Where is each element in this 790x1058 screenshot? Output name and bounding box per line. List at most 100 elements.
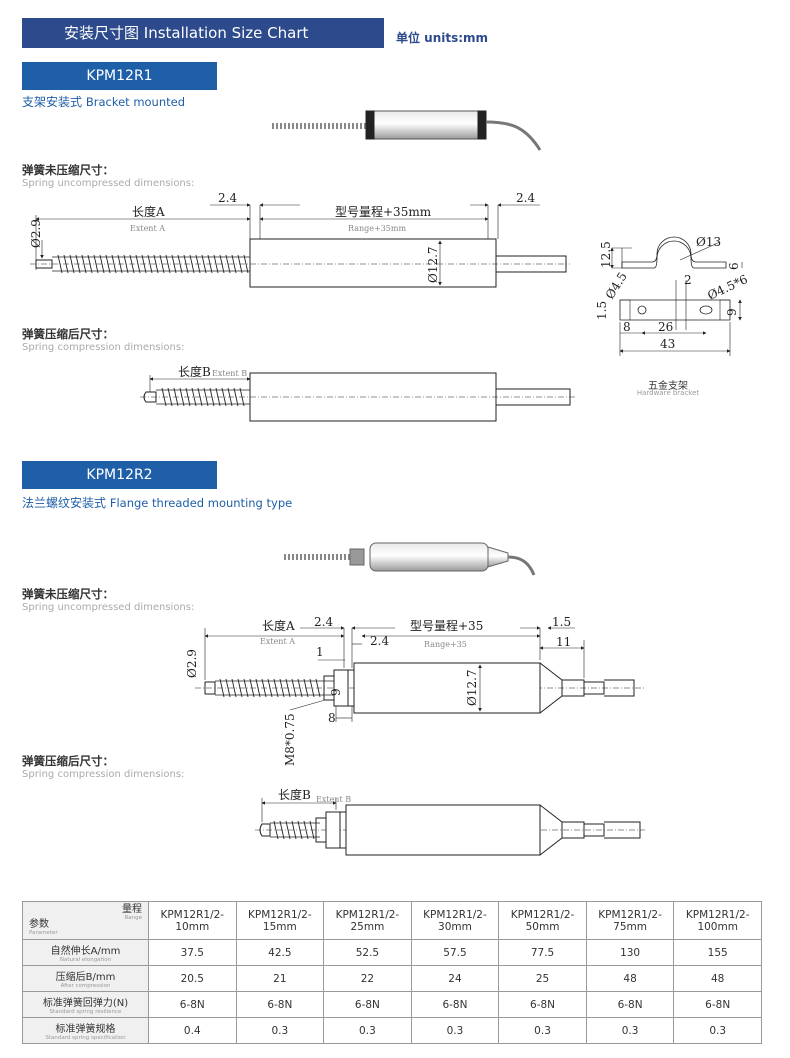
dim-2-4-left: 2.4 [314,615,333,629]
parameter-header-en: Parameter [29,930,58,936]
uncompressed-label-en: Spring uncompressed dimensions: [22,178,195,189]
compressed-label-cn: 弹簧压缩后尺寸： [22,327,114,341]
dim-length-b-en: Extent B [212,369,247,378]
bracket-caption-cn: 五金支架 [648,381,688,392]
column-header: KPM12R1/2- 25mm [323,901,412,940]
compressed-label-en: Spring compression dimensions: [22,769,185,780]
dim-length-a-en: Extent A [130,224,165,233]
bracket-dim-8: 8 [623,320,631,334]
dim-length-a: 长度A [132,204,165,219]
table-cell: 6-8N [410,991,500,1018]
table-cell: 0.3 [585,1017,675,1044]
dim-length-a-en: Extent A [260,637,295,646]
table-cell: 21 [235,965,325,992]
compressed-label-en: Spring compression dimensions: [22,342,185,353]
dim-length-b: 长度B [178,364,211,379]
dim-m8-thread: M8*0.75 [283,713,297,766]
table-cell: 6-8N [585,991,675,1018]
page-title: 安装尺寸图 Installation Size Chart [22,18,384,48]
row-header-cn: 标准弹簧规格 [55,1023,116,1035]
table-cell: 0.3 [410,1017,500,1044]
table-cell: 6-8N [498,991,587,1018]
table-cell: 130 [585,939,675,966]
table-cell: 0.3 [235,1017,325,1044]
compressed-label-cn: 弹簧压缩后尺寸： [22,754,114,768]
dim-2-4-right: 2.4 [370,634,389,648]
bracket-dim-43: 43 [660,337,675,351]
mount-type-cn: 支架安装式 [22,95,83,109]
dim-length-b-en: Extent B [316,795,351,804]
dim-range-en: Range+35 [424,640,467,649]
table-cell: 6-8N [148,991,237,1018]
uncompressed-label-cn: 弹簧未压缩尺寸： [22,163,114,177]
column-header: KPM12R1/2- 30mm [410,901,500,940]
product-photo-kpm12r2 [284,542,536,576]
dim-dia-2-9: Ø2.9 [29,219,43,248]
table-cell: 48 [585,965,675,992]
dim-dia-2-9: Ø2.9 [185,649,199,678]
table-cell: 77.5 [498,939,587,966]
dim-2-4-right: 2.4 [516,191,535,205]
bracket-dim-6: 6 [727,262,741,270]
dim-8: 8 [328,711,336,725]
row-header-cn: 标准弹簧回弹力(N) [42,997,129,1009]
column-header: KPM12R1/2- 15mm [235,901,325,940]
dim-dia-12-7: Ø12.7 [426,246,440,283]
table-cell: 48 [673,965,762,992]
row-header-cn: 压缩后B/mm [55,971,116,983]
table-cell: 6-8N [235,991,325,1018]
uncompressed-label-cn: 弹簧未压缩尺寸： [22,587,114,601]
mount-type-en: Bracket mounted [85,95,186,109]
table-row: 标准弹簧规格 Standard spring specification 0.4… [22,1017,762,1044]
table-cell: 6-8N [673,991,762,1018]
drawing-kpm12r1-uncompressed: 2.4 2.4 长度A Extent A 型号量程+35mm Range+35m… [29,191,570,288]
bracket-dim-2: 2 [684,273,692,287]
table-cell: 37.5 [148,939,237,966]
dim-range: 型号量程+35 [410,618,483,633]
mount-type-subtitle: 支架安装式 Bracket mounted [22,93,185,110]
table-cell: 25 [498,965,587,992]
drawing-kpm12r2-uncompressed: 长度A Extent A 2.4 2.4 型号量程+35 Range+35 1.… [185,615,645,766]
table-cell: 6-8N [323,991,412,1018]
table-cell: 0.3 [323,1017,412,1044]
row-header: 压缩后B/mm After compression [22,965,149,992]
row-header-en: After compression [60,982,111,989]
units-label: 单位 units:mm [396,31,489,45]
table-row: 压缩后B/mm After compression 20.5 21 22 24 … [22,965,762,992]
dim-range-en: Range+35mm [348,224,406,233]
table-cell: 0.3 [673,1017,762,1044]
row-header: 标准弹簧回弹力(N) Standard spring resilience [22,991,149,1018]
column-header: KPM12R1/2- 50mm [498,901,587,940]
table-cell: 155 [673,939,762,966]
table-cell: 20.5 [148,965,237,992]
column-header: KPM12R1/2- 75mm [585,901,675,940]
spec-table: 量程 Range 参数 Parameter KPM12R1/2- 10mm KP… [22,901,762,1044]
uncompressed-label-en: Spring uncompressed dimensions: [22,602,195,613]
table-cell: 52.5 [323,939,412,966]
dim-1: 1 [316,645,324,659]
table-cell: 22 [323,965,412,992]
mount-type-cn: 法兰螺纹安装式 [22,496,107,510]
row-header: 自然伸长A/mm Natural elongation [22,939,149,966]
dim-length-a: 长度A [262,618,295,633]
dim-1-5: 1.5 [552,615,571,629]
model-bar-kpm12r1: KPM12R1 [22,62,217,90]
table-cell: 57.5 [410,939,500,966]
column-header: KPM12R1/2- 100mm [673,901,762,940]
dim-range: 型号量程+35mm [335,204,432,219]
column-header: KPM12R1/2- 10mm [148,901,237,940]
range-header-cn: 量程 [122,904,142,915]
parameter-header-cn: 参数 [29,919,49,930]
range-header-en: Range [124,915,142,921]
table-cell: 42.5 [235,939,325,966]
drawing-kpm12r2-compressed: 长度B Extent B [255,787,645,856]
bracket-dim-dia-4-5x6: Ø4.5*6 [705,272,749,303]
dim-length-b: 长度B [278,787,311,802]
parameter-header: 参数 Parameter [29,919,58,937]
bracket-dim-9: 9 [725,308,739,316]
table-corner-cell: 量程 Range 参数 Parameter [22,901,149,940]
technical-drawings: 2.4 2.4 长度A Extent A 型号量程+35mm Range+35m… [29,110,750,856]
mount-type-subtitle: 法兰螺纹安装式 Flange threaded mounting type [22,494,292,511]
bracket-dim-12-5: 12.5 [599,241,613,268]
bracket-dim-dia-13: Ø13 [696,235,721,249]
